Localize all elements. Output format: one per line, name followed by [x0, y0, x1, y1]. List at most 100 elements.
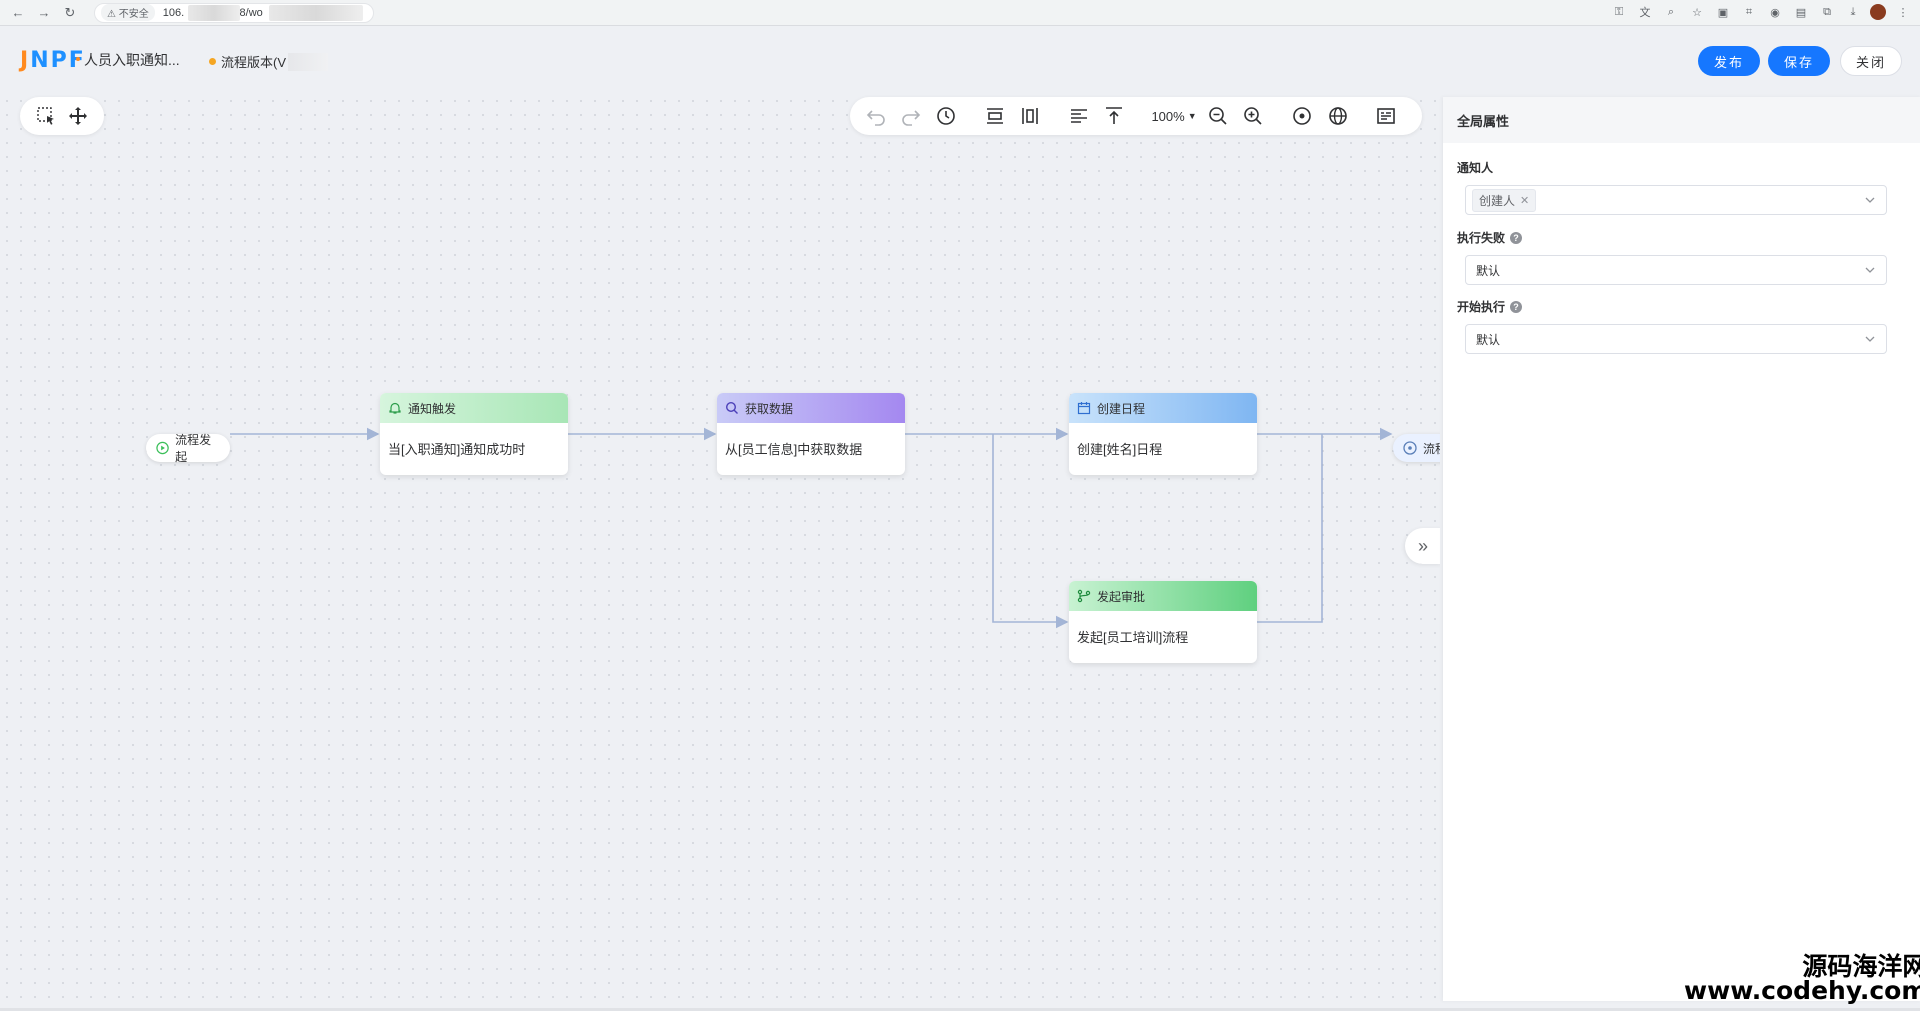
version-label: 流程版本(V [221, 55, 287, 70]
puzzle-icon[interactable]: ⧉ [1823, 5, 1831, 18]
align-horizontal-center-icon[interactable] [1019, 104, 1042, 128]
canvas-toolbar: 100% ▼ [850, 97, 1422, 135]
node-fetch-data[interactable]: 获取数据 从[员工信息]中获取数据 [717, 393, 905, 475]
play-circle-icon [156, 441, 169, 455]
align-top-icon[interactable] [1103, 104, 1126, 128]
version-indicator[interactable]: 流程版本(V [209, 52, 329, 71]
node-header: 创建日程 [1069, 393, 1257, 423]
key-icon[interactable]: ⚿ [1614, 5, 1624, 18]
tag-remove-icon[interactable]: ✕ [1520, 194, 1530, 207]
extension-icon-3[interactable]: ◉ [1770, 6, 1780, 19]
tag-label: 创建人 [1479, 193, 1516, 208]
node-title: 获取数据 [745, 401, 794, 416]
translate-icon[interactable]: 文 [1639, 7, 1651, 19]
logo-dot [76, 57, 80, 61]
flow-end-label: 流程 [1423, 441, 1440, 456]
watermark-line1: 源码海洋网 [1802, 952, 1920, 981]
flow-connectors [230, 427, 1393, 629]
help-icon[interactable]: ? [1510, 300, 1523, 313]
reload-icon[interactable]: ↻ [64, 4, 76, 20]
zoom-in-icon[interactable] [1242, 104, 1265, 128]
box-select-icon[interactable] [34, 104, 58, 128]
undo-icon[interactable] [864, 104, 887, 128]
node-description: 发起[员工培训]流程 [1077, 630, 1189, 645]
browser-extension-icons: ⚿ 文 ⌕ ☆ ▣ ⌗ ◉ ▤ ⧉ ⤓ ⋮ [1610, 3, 1912, 21]
flow-start-node[interactable]: 流程发起 [146, 433, 230, 464]
node-header: 通知触发 [380, 393, 568, 423]
menu-icon[interactable]: ⋮ [1897, 6, 1909, 19]
move-icon[interactable] [66, 104, 90, 128]
url-redacted-2 [268, 4, 363, 21]
zoom-out-icon[interactable] [1207, 104, 1230, 128]
chevron-down-icon [1865, 197, 1875, 203]
node-description: 创建[姓名]日程 [1077, 442, 1163, 457]
chevron-down-icon [1865, 267, 1875, 273]
select-value: 默认 [1476, 263, 1501, 278]
search-icon [725, 401, 738, 414]
flow-canvas[interactable]: 100% ▼ [0, 94, 1440, 1011]
flow-title: 人员入职通知... [84, 52, 180, 68]
on-failure-select[interactable]: 默认 [1465, 255, 1887, 285]
node-description: 当[入职通知]通知成功时 [388, 442, 526, 457]
watermark: 源码海洋网 www.codehy.com [1684, 952, 1920, 1003]
notify-person-select[interactable]: 创建人 ✕ [1465, 185, 1887, 215]
url-redacted [188, 4, 240, 21]
zoom-icon[interactable]: ⌕ [1667, 5, 1675, 18]
back-icon[interactable]: ← [11, 5, 25, 20]
url-prefix: 106. [162, 6, 185, 19]
extension-icon-4[interactable]: ▤ [1795, 6, 1807, 19]
save-button[interactable]: 保存 [1768, 46, 1830, 76]
logo-text: JNPF [20, 48, 86, 73]
logo: JNPF [20, 48, 86, 73]
node-notify-trigger[interactable]: 通知触发 当[入职通知]通知成功时 [380, 393, 568, 475]
insecure-label: 不安全 [118, 9, 149, 20]
properties-panel: 全局属性 通知人 创建人 ✕ 执行失败 ? 默认 开始执行 ? 默认 [1443, 97, 1920, 1001]
history-icon[interactable] [935, 104, 958, 128]
node-description: 从[员工信息]中获取数据 [725, 442, 863, 457]
bell-icon [389, 402, 401, 414]
notify-person-label: 通知人 [1457, 159, 1493, 176]
version-redacted [288, 52, 329, 71]
start-execution-select[interactable]: 默认 [1465, 324, 1887, 354]
forward-icon[interactable]: → [37, 5, 51, 20]
edge-fetch-to-approval [992, 434, 1069, 629]
redo-icon[interactable] [899, 104, 922, 128]
app-header: JNPF 人员入职通知... 流程版本(V 发布 保存 关闭 [0, 26, 1920, 94]
node-header: 发起审批 [1069, 581, 1257, 611]
download-icon[interactable]: ⤓ [1850, 5, 1856, 18]
url-suffix: 8/wo [239, 6, 263, 19]
field-label-text: 执行失败 [1457, 231, 1506, 245]
zoom-select[interactable]: 100% ▼ [1151, 109, 1196, 124]
select-value: 默认 [1476, 332, 1501, 347]
double-chevron-right-icon: » [1417, 535, 1428, 556]
globe-icon[interactable] [1326, 104, 1349, 128]
field-label-text: 通知人 [1457, 161, 1494, 175]
close-button[interactable]: 关闭 [1840, 46, 1902, 76]
extension-icon-2[interactable]: ⌗ [1745, 5, 1753, 18]
minimap-icon[interactable] [1375, 104, 1398, 128]
node-start-approval[interactable]: 发起审批 发起[员工培训]流程 [1069, 581, 1257, 663]
field-label-text: 开始执行 [1457, 300, 1506, 314]
caret-down-icon: ▼ [1187, 111, 1197, 121]
node-create-schedule[interactable]: 创建日程 创建[姓名]日程 [1069, 393, 1257, 475]
profile-avatar[interactable] [1870, 4, 1886, 20]
collapse-panel-button[interactable]: » [1405, 528, 1440, 564]
on-failure-label: 执行失败 ? [1457, 229, 1523, 246]
align-left-icon[interactable] [1067, 104, 1090, 128]
node-header: 获取数据 [717, 393, 905, 423]
flow-end-node[interactable]: 流程 [1393, 434, 1440, 462]
star-icon[interactable]: ☆ [1692, 6, 1702, 19]
help-icon[interactable]: ? [1510, 231, 1523, 244]
edge-approval-to-end [1257, 434, 1323, 623]
extension-icon-1[interactable]: ▣ [1717, 6, 1729, 19]
zoom-value: 100% [1151, 108, 1185, 124]
bottom-edge [0, 1008, 1920, 1011]
address-bar[interactable]: ⚠ 不安全 106. 8/wo [94, 2, 374, 23]
node-title: 发起审批 [1097, 589, 1146, 604]
watermark-line2: www.codehy.com [1684, 976, 1920, 1005]
end-circle-icon [1403, 441, 1417, 455]
insecure-badge[interactable]: ⚠ 不安全 [101, 4, 155, 21]
publish-button[interactable]: 发布 [1698, 46, 1760, 76]
align-vertical-center-icon[interactable] [983, 104, 1006, 128]
locate-center-icon[interactable] [1291, 104, 1314, 128]
